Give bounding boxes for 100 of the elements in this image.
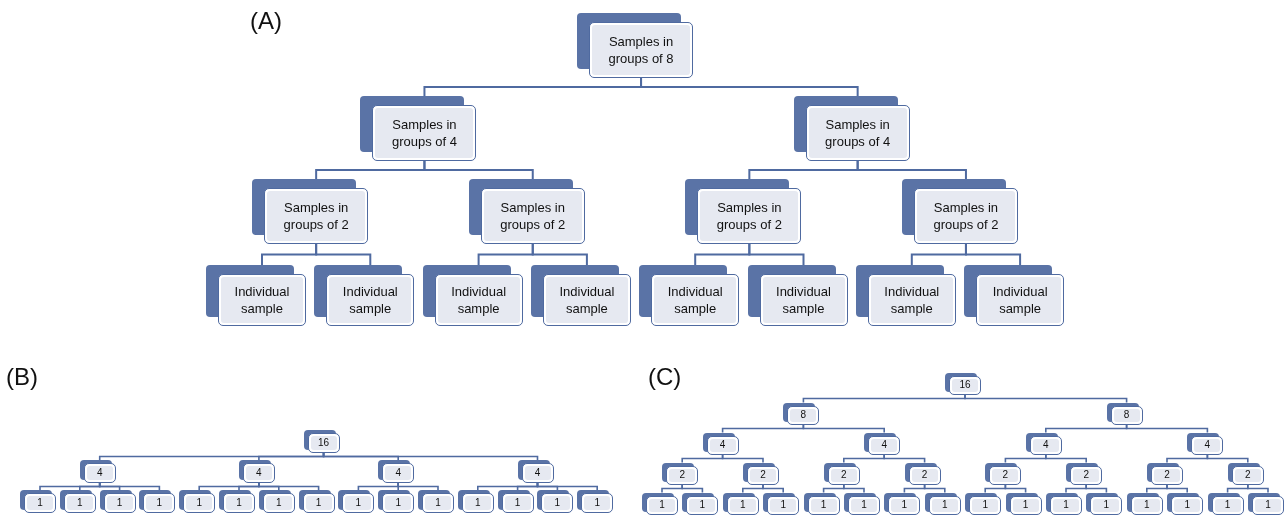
stacked-box — [662, 462, 699, 485]
stacked-box — [497, 490, 534, 513]
connector-line — [964, 243, 1022, 266]
stacked-box — [1086, 492, 1123, 515]
connector-line — [1125, 423, 1209, 434]
node-label: 16 — [959, 379, 971, 391]
stacked-box — [864, 432, 901, 455]
node-label: Samples in groups of 4 — [390, 116, 458, 150]
stacked-box — [642, 492, 678, 515]
node-label: Individual sample — [775, 283, 832, 317]
node-label: 1 — [395, 497, 401, 509]
node-label: 1 — [475, 497, 481, 509]
node-label: Individual sample — [233, 283, 291, 317]
node-label: Individual sample — [666, 283, 724, 317]
connector-line — [964, 393, 1128, 404]
connector-line — [802, 423, 885, 434]
stacked-box — [338, 490, 375, 513]
node-label: 2 — [1245, 469, 1251, 481]
connector-line — [322, 452, 539, 461]
node-label: Samples in groups of 2 — [499, 199, 567, 233]
stacked-box — [793, 96, 910, 161]
connector-line — [856, 160, 967, 180]
panel-label: (C) — [648, 362, 682, 392]
node-label: 1 — [1144, 499, 1150, 511]
stacked-box — [1046, 492, 1082, 515]
stacked-box — [844, 492, 880, 515]
node-label: 4 — [96, 467, 103, 479]
stacked-box — [422, 265, 523, 326]
node-label: 1 — [156, 497, 163, 509]
node-label: 1 — [37, 497, 43, 509]
node-label: 1 — [236, 497, 242, 509]
stacked-box — [314, 265, 415, 326]
stacked-box — [303, 430, 340, 453]
node-label: 2 — [1164, 469, 1170, 481]
connector-line — [531, 243, 588, 266]
connector-line — [681, 483, 704, 494]
stacked-box — [1025, 432, 1062, 455]
node-label: 2 — [760, 469, 766, 481]
stacked-box — [904, 462, 941, 485]
stacked-box — [298, 490, 335, 513]
stacked-box — [79, 460, 116, 483]
stacked-box — [219, 490, 255, 513]
connector-line — [640, 77, 859, 97]
stacked-box — [59, 490, 96, 513]
node-label: Individual sample — [558, 283, 616, 317]
node-label: 2 — [679, 469, 685, 481]
node-label: 4 — [881, 439, 887, 451]
stacked-box — [1066, 462, 1103, 485]
panel-label: (B) — [6, 362, 38, 392]
node-label: 1 — [1022, 499, 1029, 511]
node-label: 4 — [395, 467, 401, 479]
node-label: 1 — [196, 497, 202, 509]
connector-line — [1247, 483, 1269, 494]
stacked-box — [964, 265, 1065, 326]
stacked-box — [722, 492, 759, 515]
stacked-box — [924, 492, 961, 515]
stacked-box — [855, 265, 956, 326]
connector-line — [1085, 483, 1108, 494]
stacked-box — [985, 462, 1022, 485]
node-label: 1 — [659, 499, 665, 511]
stacked-box — [1167, 492, 1204, 515]
connector-line — [923, 483, 946, 494]
connector-line — [762, 483, 784, 494]
stacked-box — [1248, 492, 1284, 515]
node-label: Samples in groups of 2 — [282, 199, 350, 233]
node-label: 2 — [1083, 469, 1089, 481]
connector-line — [536, 482, 598, 491]
stacked-box — [468, 179, 585, 244]
stacked-box — [378, 460, 415, 483]
stacked-box — [1005, 492, 1042, 515]
stacked-box — [743, 462, 779, 485]
node-label: 1 — [1184, 499, 1190, 511]
connector-line — [843, 483, 865, 494]
node-label: 1 — [116, 497, 123, 509]
node-label: 1 — [699, 499, 706, 511]
node-label: 1 — [901, 499, 908, 511]
stacked-box — [577, 490, 614, 513]
stacked-box — [1147, 462, 1183, 485]
stacked-box — [179, 490, 216, 513]
node-label: 1 — [1063, 499, 1069, 511]
connector-line — [98, 482, 161, 491]
node-label: 16 — [318, 437, 330, 449]
stacked-box — [763, 492, 800, 515]
node-label: 8 — [800, 409, 807, 421]
node-label: 1 — [276, 497, 282, 509]
node-label: Samples in groups of 8 — [607, 33, 675, 67]
stacked-box — [457, 490, 494, 513]
connector-line — [1206, 453, 1249, 464]
node-label: 2 — [841, 469, 847, 481]
node-label: Individual sample — [991, 283, 1049, 317]
stacked-box — [682, 492, 719, 515]
node-label: 1 — [861, 499, 867, 511]
stacked-box — [747, 265, 848, 326]
connector-line — [258, 482, 320, 491]
stacked-box — [20, 490, 56, 513]
stacked-box — [252, 179, 369, 244]
node-label: 4 — [1043, 439, 1049, 451]
node-label: 8 — [1123, 409, 1130, 421]
node-label: Samples in groups of 2 — [932, 199, 1000, 233]
connector-line — [1045, 453, 1087, 464]
